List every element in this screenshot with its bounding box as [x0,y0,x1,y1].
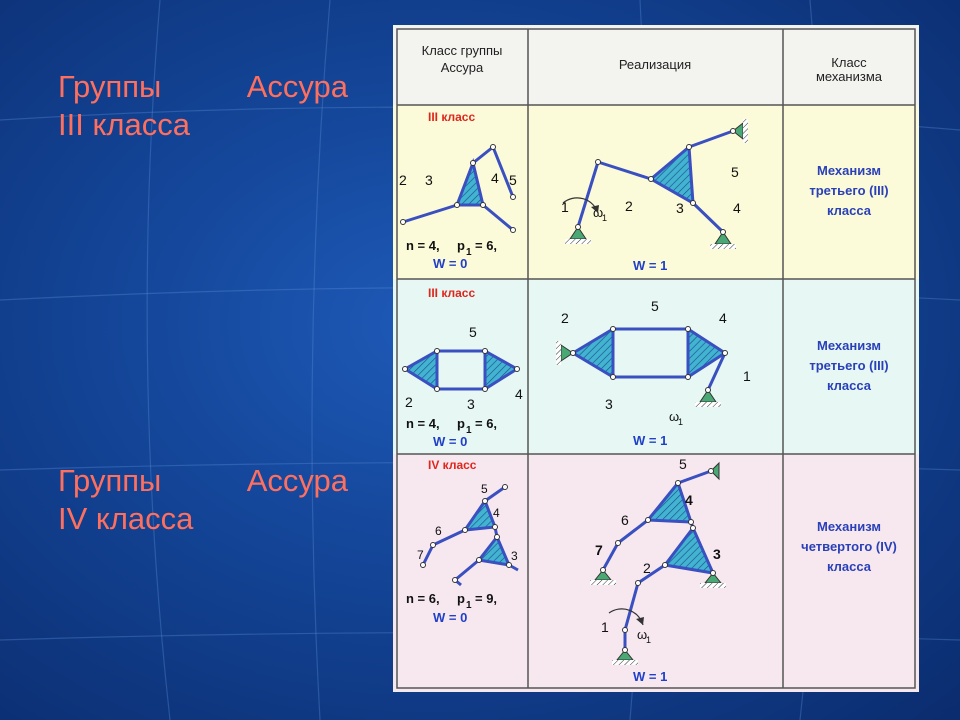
formula-n: n = 6, [406,591,440,606]
row-2-group-diagram: III класс 2 3 4 5 n = 4, p 1 = 6, W = 0 [402,286,523,449]
svg-text:Механизм: Механизм [817,519,881,534]
class-label: IV класс [428,458,477,472]
heading-line-2: III класса [58,107,190,142]
link-label: 3 [676,200,684,216]
formula-p-sub: 1 [466,247,472,258]
row-3-realization-diagram: 1 2 3 4 5 6 7 ω 1 W = 1 [590,456,726,684]
svg-text:третьего (III): третьего (III) [809,358,888,373]
formula-p-sub: 1 [466,600,472,611]
link-label: 5 [469,324,477,340]
svg-text:класса: класса [827,559,872,574]
formula-p-sub: 1 [466,425,472,436]
svg-text:класса: класса [827,378,872,393]
link-label: 3 [713,546,721,562]
row-3-group-diagram: IV класс 3 4 5 6 7 n = 6, p 1 = 9, W = 0 [406,458,519,625]
header-col3-line1: Класс [831,55,867,70]
svg-text:Механизм: Механизм [817,338,881,353]
assur-groups-table: Класс группы Ассура Реализация Класс мех… [393,25,919,692]
header-col1-line1: Класс группы [422,43,503,58]
link-label: 2 [405,394,413,410]
formula-n: n = 4, [406,416,440,431]
heading-line-2: IV класса [58,501,194,536]
class-label: III класс [428,110,475,124]
row-2-mechanism-class: Механизм третьего (III) класса [809,338,888,393]
row-1-mechanism-class: Механизм третьего (III) класса [809,163,888,218]
formula-p-value: = 6, [475,416,497,431]
heading-word-2: Ассура [246,69,348,104]
link-label: 2 [643,560,651,576]
link-label: 4 [685,492,693,508]
omega-sub: 1 [602,213,607,223]
formula-p: p [457,591,465,606]
heading-group-class-3: Группы Ассура III класса [58,68,348,144]
formula-p-value: = 6, [475,238,497,253]
link-label: 4 [733,200,741,216]
row-1-realization-diagram: 1 2 3 4 5 ω 1 W = 1 [561,119,748,273]
row-3-mechanism-class: Механизм четвертого (IV) класса [801,519,897,574]
omega: ω [669,409,679,424]
heading-word-1: Группы [58,69,162,104]
link-label: 6 [621,512,629,528]
mechanism-mobility: W = 1 [633,258,667,273]
link-label: 3 [605,396,613,412]
header-col3-line2: механизма [816,69,883,84]
table-diagram: Класс группы Ассура Реализация Класс мех… [393,25,919,692]
row-2-realization-diagram: 1 2 3 4 5 ω 1 W = 1 [556,298,751,448]
link-label: 5 [651,298,659,314]
formula-p-value: = 9, [475,591,497,606]
svg-text:четвертого (IV): четвертого (IV) [801,539,897,554]
heading-word-1: Группы [58,463,162,498]
mechanism-mobility: W = 1 [633,669,667,684]
heading-group-class-4: Группы Ассура IV класса [58,462,348,538]
link-label: 4 [493,506,500,520]
link-label: 1 [743,368,751,384]
link-label: 2 [625,198,633,214]
link-label: 3 [425,172,433,188]
link-label: 4 [491,170,499,186]
link-label: 3 [511,549,518,563]
group-mobility: W = 0 [433,434,467,449]
link-label: 1 [601,619,609,635]
svg-text:Механизм: Механизм [817,163,881,178]
link-label: 4 [515,386,523,402]
link-label: 3 [467,396,475,412]
row-1-group-diagram: III класс 2 3 4 5 n = 4, p 1 = 6, W = 0 [399,110,517,271]
group-mobility: W = 0 [433,610,467,625]
link-label: 7 [417,548,424,562]
link-label: 4 [719,310,727,326]
link-label: 5 [679,456,687,472]
ternary-link [454,157,485,207]
formula-p: p [457,238,465,253]
omega-sub: 1 [646,635,651,645]
header-row [393,25,919,105]
omega: ω [637,627,647,642]
link-label: 2 [399,172,407,188]
link-label: 7 [595,542,603,558]
mechanism-mobility: W = 1 [633,433,667,448]
class-label: III класс [428,286,475,300]
omega: ω [593,205,603,220]
link-label: 2 [561,310,569,326]
heading-word-2: Ассура [246,463,348,498]
link-label: 1 [561,199,569,215]
omega-sub: 1 [678,417,683,427]
formula-p: p [457,416,465,431]
header-col2: Реализация [619,57,691,72]
link-label: 5 [731,164,739,180]
header-col1-line2: Ассура [441,60,484,75]
link-label: 5 [509,172,517,188]
link-label: 6 [435,524,442,538]
group-mobility: W = 0 [433,256,467,271]
link-label: 5 [481,482,488,496]
svg-text:третьего (III): третьего (III) [809,183,888,198]
formula-n: n = 4, [406,238,440,253]
svg-text:класса: класса [827,203,872,218]
